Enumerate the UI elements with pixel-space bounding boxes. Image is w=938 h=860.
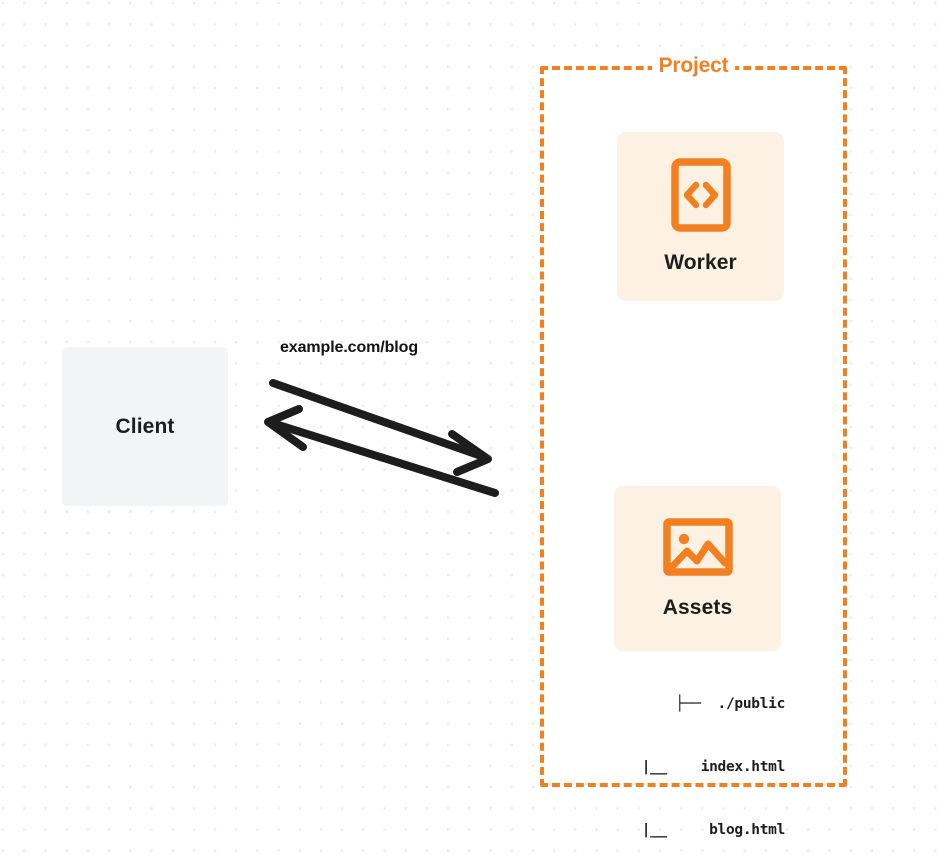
image-picture-icon [662, 517, 733, 577]
response-arrow-icon [264, 405, 499, 497]
assets-node-label: Assets [662, 596, 733, 619]
worker-node[interactable]: Worker [617, 132, 784, 301]
client-node-label: Client [115, 414, 175, 438]
request-arrow-icon [269, 379, 492, 476]
worker-node-label: Worker [664, 251, 737, 274]
file-tree-line: |__ blog.html [641, 822, 786, 838]
connection-url-label: example.com/blog [280, 339, 418, 356]
assets-file-tree: ├── ./public |__ index.html |__ blog.htm… [584, 652, 786, 860]
project-group-container: Project Worker Assets [540, 54, 847, 838]
file-tree-line: |__ index.html [641, 759, 786, 775]
client-node[interactable]: Client [62, 347, 228, 506]
code-brackets-icon [670, 158, 731, 232]
project-group-title: Project [651, 54, 736, 78]
assets-node[interactable]: Assets [614, 486, 781, 651]
file-tree-line: ├── ./public [675, 696, 785, 712]
